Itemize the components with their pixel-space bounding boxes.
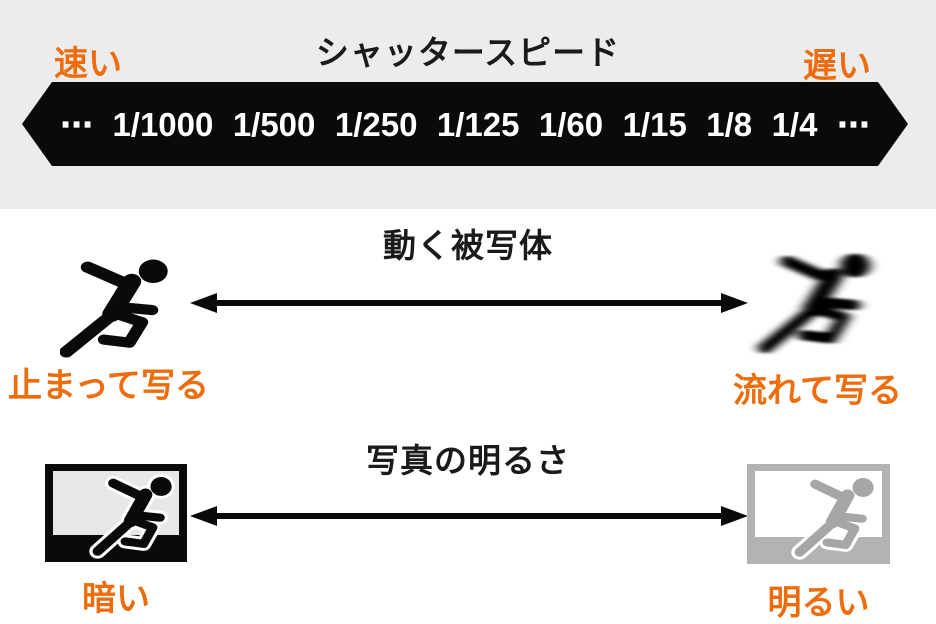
shutter-speed-values: ⋯ 1/1000 1/500 1/250 1/125 1/60 1/15 1/8 1/4 ⋯ bbox=[22, 108, 908, 141]
shutter-speed-value: 1/60 bbox=[538, 105, 604, 143]
shutter-scale-section: シャッタースピード 速い 遅い ⋯ 1/1000 1/500 1/250 1/125 1/… bbox=[0, 0, 936, 209]
shutter-speed-value: 1/250 bbox=[334, 105, 418, 143]
photo-bright-icon bbox=[747, 464, 890, 564]
bright-caption: 明るい bbox=[767, 584, 870, 622]
shutter-scale-title: シャッタースピード bbox=[315, 34, 621, 71]
dark-caption: 暗い bbox=[82, 580, 150, 618]
brightness-title: 写真の明るさ bbox=[366, 442, 570, 479]
shutter-speed-banner: ⋯ 1/1000 1/500 1/250 1/125 1/60 1/15 1/8 1/4 ⋯ bbox=[22, 82, 908, 166]
shutter-speed-value: ⋯ bbox=[60, 105, 93, 143]
runner-sharp-icon bbox=[60, 257, 186, 359]
shutter-speed-value: 1/1000 bbox=[112, 105, 214, 143]
moving-subject-title: 動く被写体 bbox=[383, 227, 553, 264]
shutter-speed-value: 1/15 bbox=[622, 105, 687, 143]
photo-dark-icon bbox=[45, 464, 187, 562]
flowing-caption: 流れて写る bbox=[733, 372, 902, 410]
frozen-caption: 止まって写る bbox=[8, 367, 209, 405]
runner-motion-blur-icon bbox=[759, 251, 889, 355]
slow-label: 遅い bbox=[803, 47, 871, 85]
shutter-speed-value: 1/500 bbox=[232, 105, 316, 143]
double-headed-arrow-icon bbox=[190, 503, 748, 529]
shutter-speed-value: 1/4 bbox=[771, 105, 818, 143]
fast-label: 速い bbox=[54, 45, 122, 83]
shutter-speed-value: 1/125 bbox=[436, 105, 520, 143]
shutter-speed-value: ⋯ bbox=[836, 105, 870, 143]
double-headed-arrow-icon bbox=[190, 290, 748, 316]
shutter-speed-value: 1/8 bbox=[706, 105, 753, 143]
